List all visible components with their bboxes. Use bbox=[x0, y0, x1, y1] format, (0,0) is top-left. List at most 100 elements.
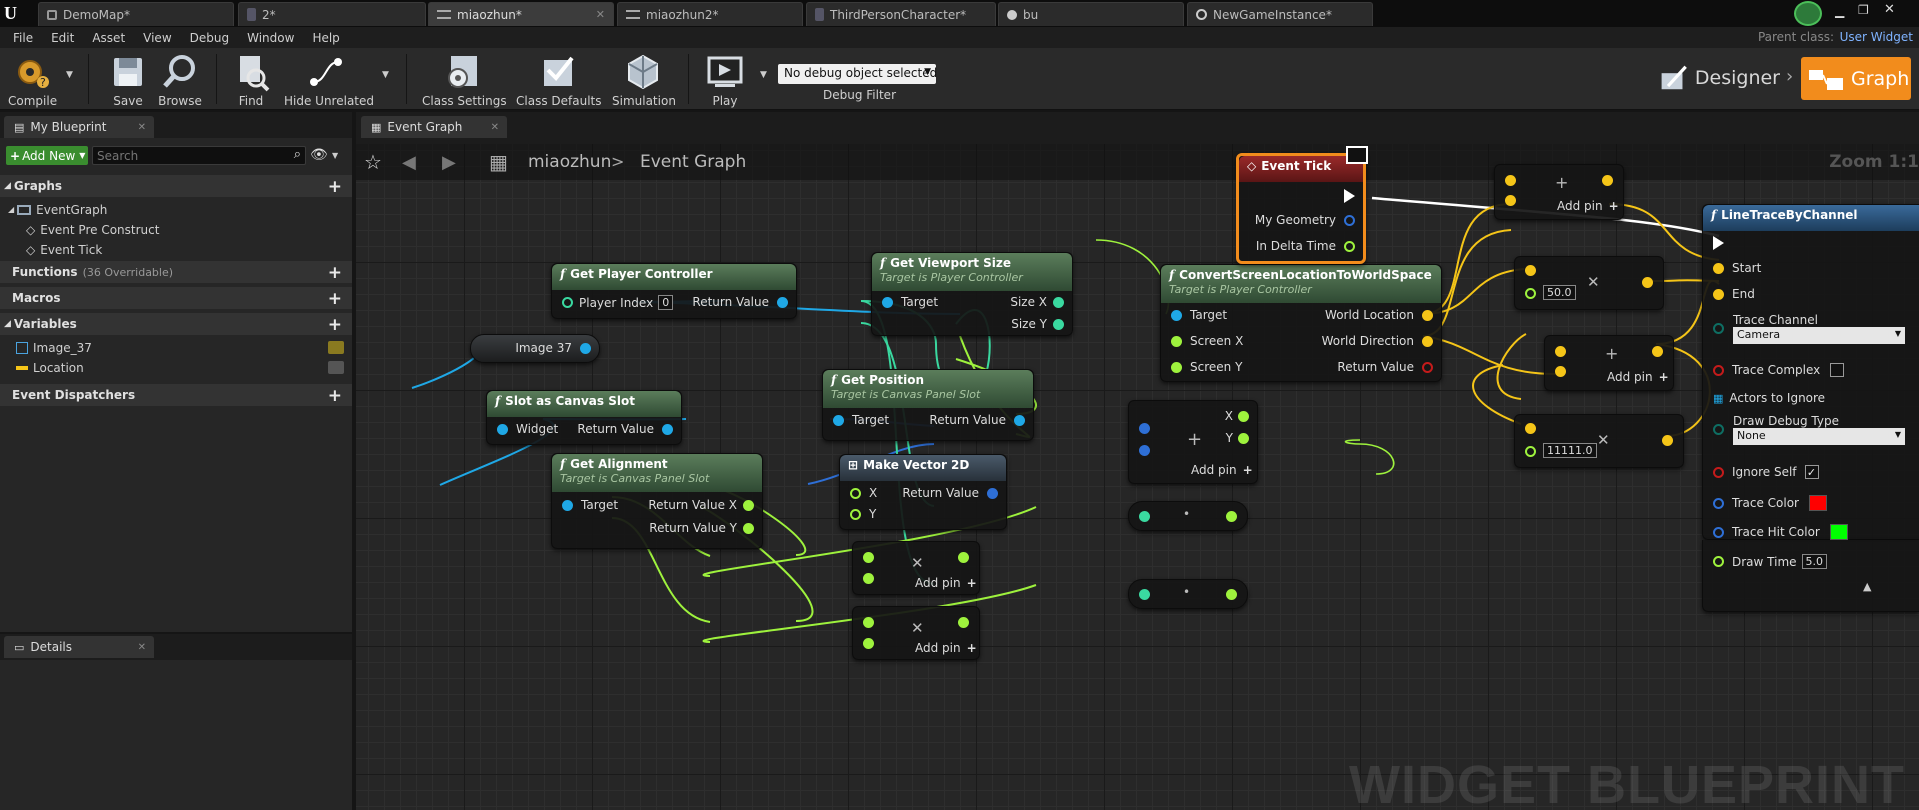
int-pin-icon[interactable] bbox=[1226, 511, 1237, 522]
float-pin-icon[interactable] bbox=[958, 552, 969, 563]
graph-item-pre-construct[interactable]: ◇ Event Pre Construct bbox=[26, 222, 160, 237]
add-pin-button[interactable]: Add pin+ bbox=[1191, 463, 1253, 477]
pin-y[interactable]: Y bbox=[1226, 431, 1249, 445]
int-pin-icon[interactable] bbox=[1226, 589, 1237, 600]
variables-section-header[interactable]: ◢ Variables + bbox=[0, 313, 352, 335]
node-vector-multiply-1[interactable]: 50.0 ✕ bbox=[1514, 256, 1664, 310]
pin-in-b[interactable] bbox=[1139, 445, 1150, 456]
vector-pin-icon[interactable] bbox=[1642, 277, 1653, 288]
add-pin-button[interactable]: Add pin+ bbox=[915, 576, 977, 590]
graph-item-event-tick[interactable]: ◇ Event Tick bbox=[26, 242, 103, 257]
tab-thirdpersoncharacter[interactable]: ThirdPersonCharacter* bbox=[806, 2, 996, 26]
simulation-button[interactable]: Simulation bbox=[612, 52, 676, 108]
event-graph-tab[interactable]: ▦ Event Graph ✕ bbox=[361, 116, 507, 138]
eye-icon[interactable] bbox=[328, 341, 344, 354]
vector-pin-icon[interactable] bbox=[1602, 175, 1613, 186]
draw-time-value[interactable]: 5.0 bbox=[1801, 554, 1828, 569]
node-image37-variable[interactable]: Image 37 bbox=[470, 334, 600, 363]
float-pin-icon[interactable] bbox=[1525, 288, 1536, 299]
tab-2[interactable]: 2* bbox=[238, 2, 426, 26]
pin-trace-complex[interactable]: Trace Complex bbox=[1713, 363, 1845, 377]
pin-in-delta-time[interactable]: In Delta Time bbox=[1256, 239, 1355, 253]
vector-pin-icon[interactable] bbox=[1555, 366, 1566, 377]
float-pin-icon[interactable] bbox=[863, 638, 874, 649]
node-vector-add-2[interactable]: + Add pin+ bbox=[1544, 335, 1674, 391]
pin-return-value[interactable]: Return Value bbox=[577, 422, 673, 436]
menu-help[interactable]: Help bbox=[312, 30, 340, 45]
trace-complex-checkbox[interactable] bbox=[1830, 363, 1845, 377]
node-int-add-1[interactable]: • bbox=[1128, 501, 1248, 531]
float-pin-icon[interactable] bbox=[863, 617, 874, 628]
pin-widget[interactable]: Widget bbox=[497, 422, 558, 436]
favorite-star-icon[interactable]: ☆ bbox=[364, 150, 382, 174]
close-icon[interactable]: ✕ bbox=[137, 641, 146, 653]
node-vector-multiply-2[interactable]: 11111.0 ✕ bbox=[1514, 414, 1684, 468]
close-icon[interactable]: ✕ bbox=[137, 121, 146, 133]
details-tab[interactable]: ▭ Details ✕ bbox=[4, 636, 154, 658]
pin-return-value-x[interactable]: Return Value X bbox=[648, 498, 754, 512]
maximize-button[interactable]: ❐ bbox=[1858, 3, 1869, 17]
pin-target[interactable]: Target bbox=[562, 498, 618, 512]
pin-screen-y[interactable]: Screen Y bbox=[1171, 360, 1242, 374]
back-arrow-icon[interactable]: ◀ bbox=[402, 152, 416, 173]
trace-hit-color-swatch[interactable] bbox=[1829, 524, 1848, 540]
search-field[interactable]: ⌕ bbox=[92, 146, 306, 165]
pin-return-value-y[interactable]: Return Value Y bbox=[649, 521, 754, 535]
node-int-add-2[interactable]: • bbox=[1128, 579, 1248, 609]
pin-trace-color[interactable]: Trace Color bbox=[1713, 495, 1827, 511]
menu-view[interactable]: View bbox=[143, 30, 172, 45]
variable-item-image37[interactable]: Image_37 bbox=[0, 338, 352, 357]
pin-screen-x[interactable]: Screen X bbox=[1171, 334, 1243, 348]
browse-button[interactable]: Browse bbox=[158, 52, 202, 108]
add-pin-button[interactable]: Add pin+ bbox=[1557, 199, 1619, 213]
float-pin-icon[interactable] bbox=[863, 552, 874, 563]
vector-pin-icon[interactable] bbox=[1555, 346, 1566, 357]
ignore-self-checkbox[interactable]: ✓ bbox=[1804, 465, 1819, 479]
trace-channel-select[interactable]: Camera▼ bbox=[1733, 327, 1905, 344]
vector-pin-icon[interactable] bbox=[1505, 175, 1516, 186]
vector-pin-icon[interactable] bbox=[1652, 346, 1663, 357]
hide-unrelated-options-arrow[interactable]: ▼ bbox=[382, 70, 389, 80]
add-pin-button[interactable]: Add pin+ bbox=[1607, 370, 1669, 384]
node-vector-add-1[interactable]: + Add pin+ bbox=[1494, 164, 1624, 220]
float-pin-icon[interactable] bbox=[958, 617, 969, 628]
tab-newgameinstance[interactable]: NewGameInstance* bbox=[1187, 2, 1373, 26]
draw-debug-type-select[interactable]: None▼ bbox=[1733, 428, 1905, 445]
view-options-arrow[interactable]: ▼ bbox=[332, 151, 339, 160]
parent-class-link[interactable]: User Widget bbox=[1839, 30, 1913, 44]
breadcrumb-root[interactable]: miaozhun bbox=[528, 152, 612, 172]
close-icon[interactable]: ✕ bbox=[490, 121, 499, 133]
pin-actors-to-ignore[interactable]: ▦Actors to Ignore bbox=[1713, 391, 1826, 405]
menu-debug[interactable]: Debug bbox=[189, 30, 230, 45]
event-dispatchers-section-header[interactable]: Event Dispatchers + bbox=[0, 384, 352, 406]
save-button[interactable]: Save bbox=[108, 52, 148, 108]
graph-item-eventgraph[interactable]: ◢ EventGraph bbox=[8, 202, 108, 217]
pin-draw-debug-type[interactable]: Draw Debug Type None▼ bbox=[1713, 414, 1905, 445]
add-pin-button[interactable]: Add pin+ bbox=[915, 641, 977, 655]
graph-mode-button[interactable]: Graph bbox=[1801, 57, 1911, 100]
vector-pin-icon[interactable] bbox=[1505, 195, 1516, 206]
compile-button[interactable]: ? Compile bbox=[8, 52, 57, 108]
tab-miaozhun[interactable]: miaozhun*✕ bbox=[428, 2, 614, 26]
pin-target[interactable]: Target bbox=[1171, 308, 1227, 322]
class-defaults-button[interactable]: Class Defaults bbox=[516, 52, 601, 108]
menu-edit[interactable]: Edit bbox=[51, 30, 75, 45]
pin-size-x[interactable]: Size X bbox=[1010, 295, 1064, 309]
pin-in-a[interactable] bbox=[1139, 423, 1150, 434]
pin-y[interactable]: Y bbox=[850, 507, 876, 521]
node-make-vector2d[interactable]: ⊞Make Vector 2D X Y Return Value bbox=[839, 454, 1007, 530]
collapse-advanced-icon[interactable]: ▲ bbox=[1863, 580, 1872, 593]
multiplier-value[interactable]: 11111.0 bbox=[1543, 443, 1597, 458]
node-add-vector2d[interactable]: + X Y Add pin+ bbox=[1128, 400, 1258, 484]
node-float-multiply-2[interactable]: ✕ Add pin+ bbox=[852, 606, 980, 660]
tab-miaozhun2[interactable]: miaozhun2* bbox=[617, 2, 803, 26]
play-options-arrow[interactable]: ▼ bbox=[760, 70, 767, 80]
pin-ignore-self[interactable]: Ignore Self✓ bbox=[1713, 465, 1819, 479]
vector-pin-icon[interactable] bbox=[1662, 435, 1673, 446]
